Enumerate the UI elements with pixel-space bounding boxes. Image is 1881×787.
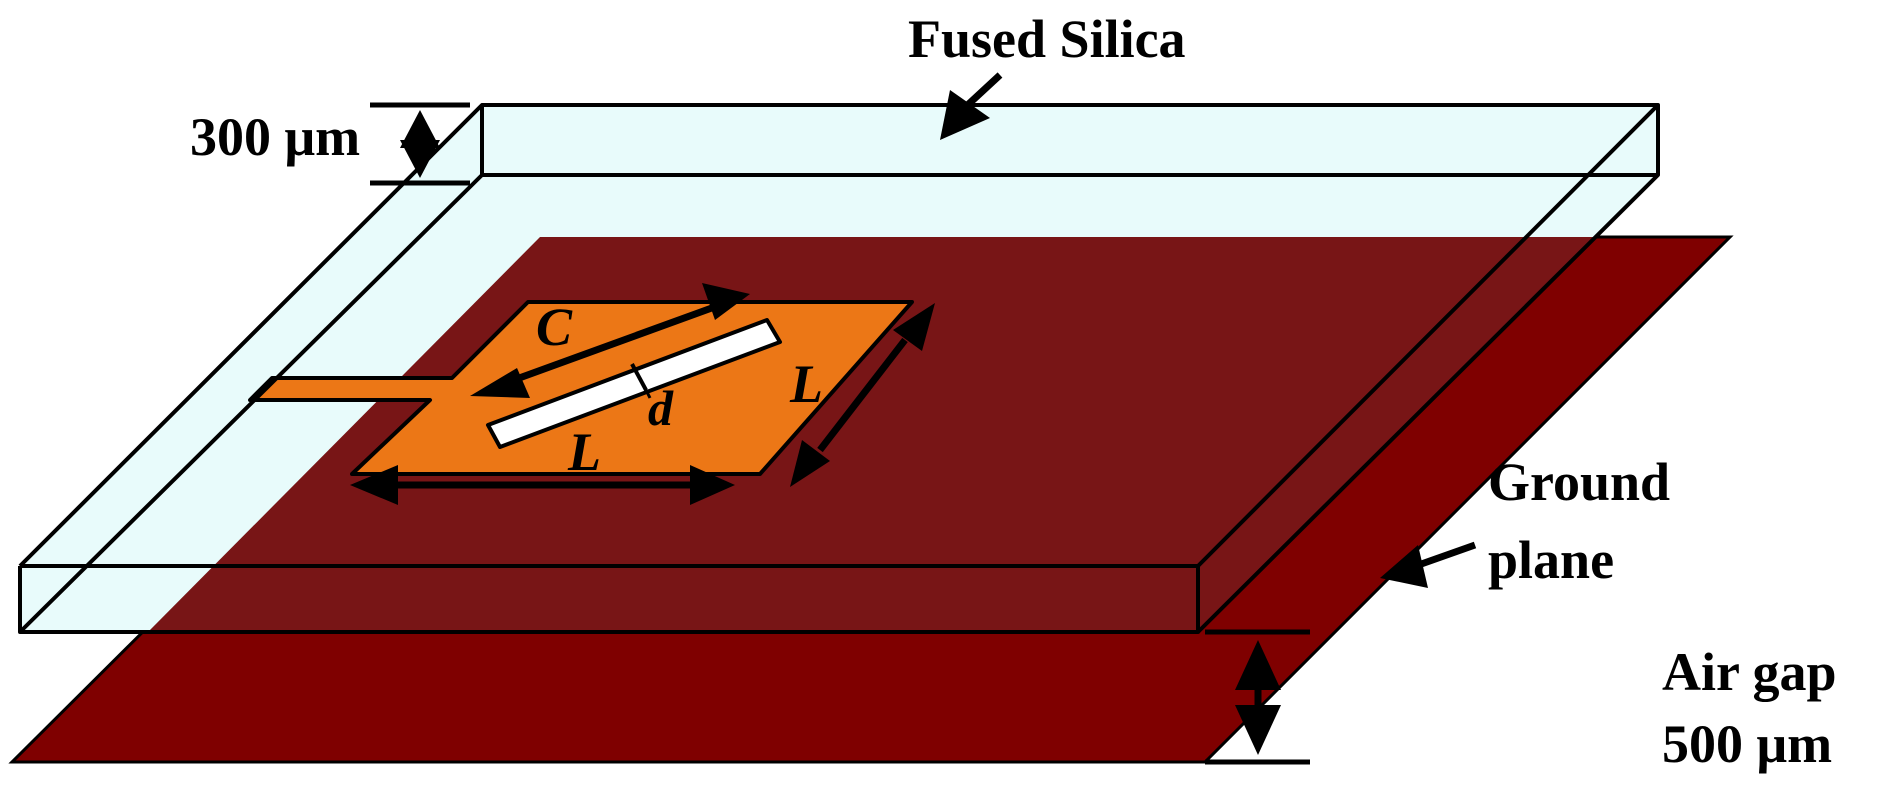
ground-plane-pointer: [1380, 541, 1477, 588]
patch-slot: [486, 318, 782, 449]
ground-plane-label-line2: plane: [1488, 530, 1614, 590]
dimension-l-horizontal-arrow: [350, 465, 735, 505]
substrate-label: Fused Silica: [908, 9, 1186, 69]
dimension-d-line: [638, 377, 652, 399]
dimension-l-diagonal-arrow: [790, 303, 935, 487]
ground-plane-label-line1: Ground: [1488, 452, 1670, 512]
substrate-thickness-marker: [370, 102, 470, 186]
fused-silica-pointer: [940, 72, 1003, 140]
dimension-d-label: d: [648, 380, 674, 436]
substrate-thickness-label: 300 μm: [190, 107, 360, 167]
dimension-l-horizontal-label: L: [567, 422, 601, 482]
dimension-c-arrow: [470, 283, 750, 398]
air-gap-label-line1: Air gap: [1662, 642, 1837, 702]
substrate-edges: [18, 103, 1660, 634]
air-gap-label-line2: 500 μm: [1662, 714, 1832, 774]
dimension-l-diagonal-label: L: [789, 354, 823, 414]
dimension-c-label: C: [536, 297, 573, 357]
air-gap-marker: [1205, 629, 1310, 765]
